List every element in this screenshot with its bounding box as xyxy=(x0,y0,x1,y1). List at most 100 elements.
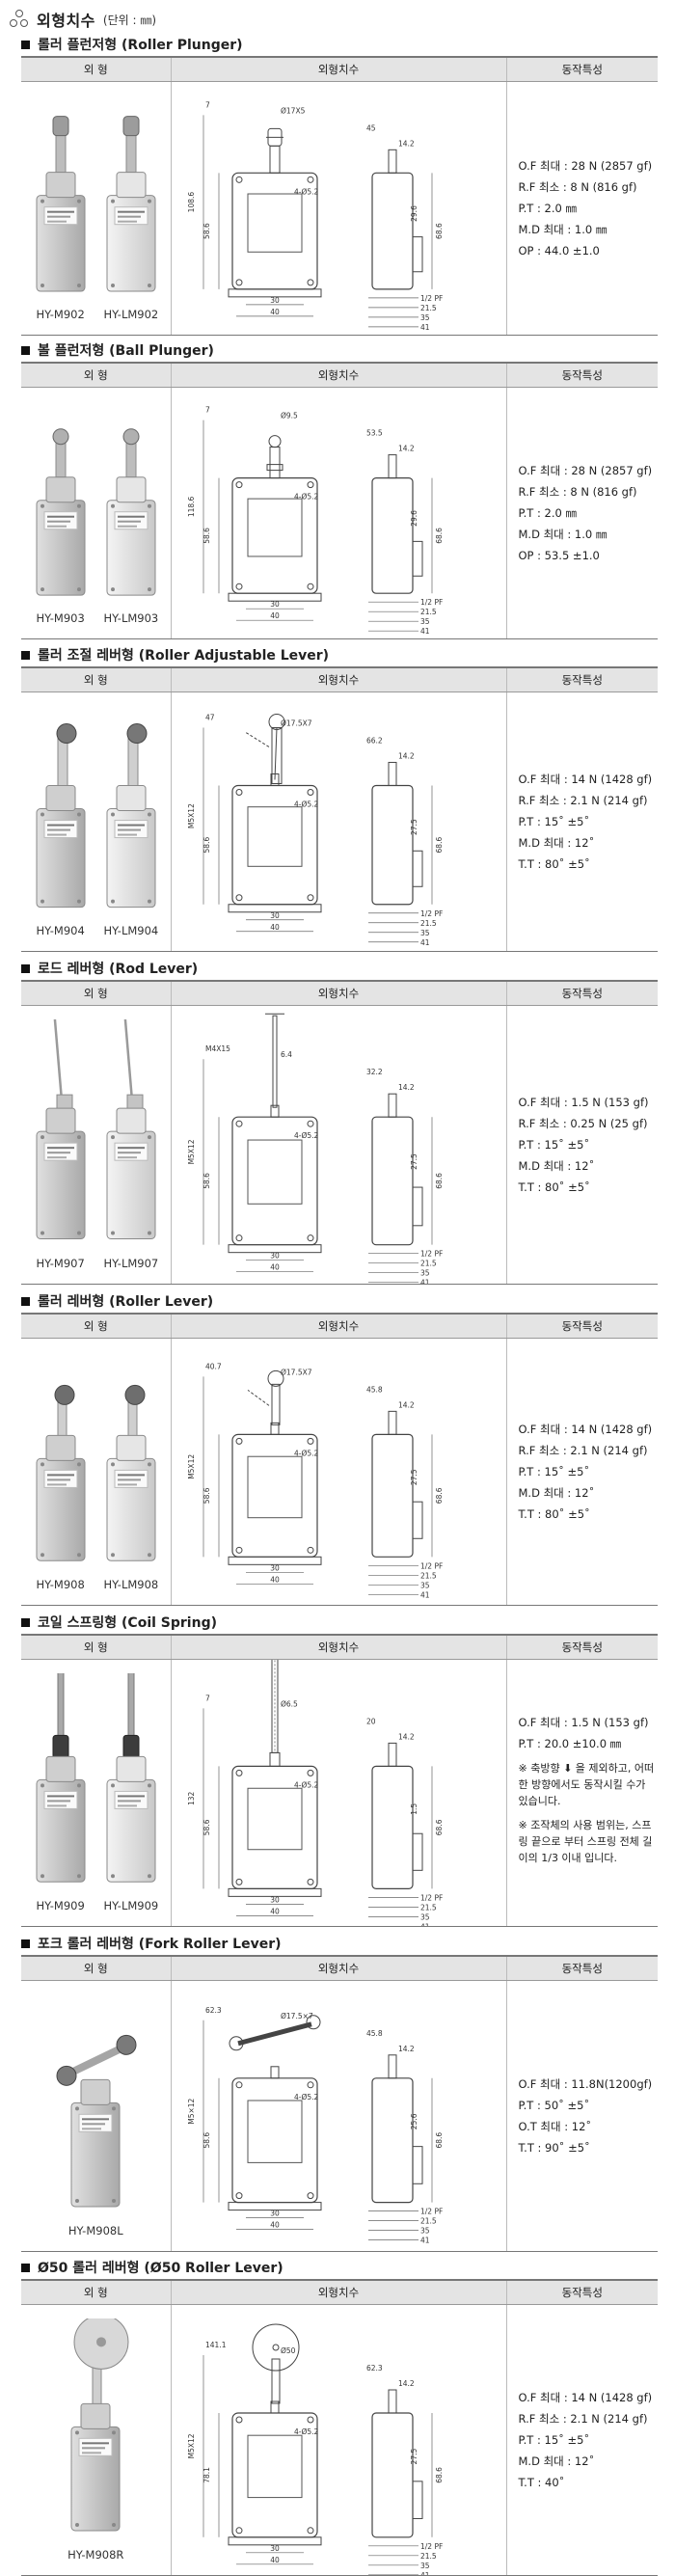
svg-text:1.5: 1.5 xyxy=(410,1803,418,1815)
spec-section: 로드 레버형 (Rod Lever) 외 형 외형치수 동작특성 HY-M907… xyxy=(21,957,658,1285)
square-bullet-icon xyxy=(21,1617,30,1627)
svg-text:58.6: 58.6 xyxy=(202,1173,211,1189)
header-exterior: 외 형 xyxy=(21,362,171,388)
svg-text:35: 35 xyxy=(420,2562,430,2570)
svg-text:40: 40 xyxy=(270,923,280,932)
spec-line: R.F 최소 : 2.1 N (214 gf) xyxy=(518,794,648,807)
model-name: HY-LM903 xyxy=(103,611,159,625)
product-photo: HY-LM902 xyxy=(98,95,164,327)
product-photos: HY-M907 HY-LM907 xyxy=(21,1014,171,1276)
spec-line: P.T : 15˚ ±5˚ xyxy=(518,1465,590,1478)
model-name: HY-M903 xyxy=(36,611,85,625)
section-title: 롤러 플런저형 (Roller Plunger) xyxy=(21,33,658,56)
product-photo: HY-LM907 xyxy=(98,1019,164,1276)
svg-text:27.5: 27.5 xyxy=(410,819,418,835)
svg-text:35: 35 xyxy=(420,617,430,626)
svg-text:4-Ø5.2: 4-Ø5.2 xyxy=(294,1449,319,1457)
svg-text:27.5: 27.5 xyxy=(410,2449,418,2465)
svg-text:41: 41 xyxy=(420,2571,430,2575)
svg-text:M5X12: M5X12 xyxy=(187,2433,196,2458)
svg-text:40: 40 xyxy=(270,308,280,316)
product-photos: HY-M903 HY-LM903 xyxy=(21,395,171,631)
svg-text:32.2: 32.2 xyxy=(366,1068,383,1076)
svg-text:1/2 PF: 1/2 PF xyxy=(420,2542,443,2551)
product-photo: HY-M908L xyxy=(38,1994,153,2243)
spec-line: P.T : 2.0 ㎜ xyxy=(518,202,577,215)
spec-line: OP : 44.0 ±1.0 xyxy=(518,244,600,258)
svg-text:40: 40 xyxy=(270,1907,280,1915)
spec-line: M.D 최대 : 1.0 ㎜ xyxy=(518,223,608,236)
spec-line: O.T 최대 : 12˚ xyxy=(518,2120,592,2133)
svg-text:7: 7 xyxy=(205,100,210,109)
product-photo: HY-M909 xyxy=(28,1673,94,1918)
product-photo: HY-M903 xyxy=(28,401,94,631)
spec-line: O.F 최대 : 1.5 N (153 gf) xyxy=(518,1716,649,1729)
svg-text:Ø17.5×7: Ø17.5×7 xyxy=(281,2012,313,2020)
svg-text:41: 41 xyxy=(420,627,430,636)
svg-text:45: 45 xyxy=(366,123,376,132)
section-title-text: 코일 스프링형 (Coil Spring) xyxy=(38,1615,217,1631)
spec-line: T.T : 80˚ ±5˚ xyxy=(518,1507,590,1521)
section-title: 코일 스프링형 (Coil Spring) xyxy=(21,1611,658,1634)
model-name: HY-M907 xyxy=(36,1257,85,1270)
svg-text:M5X12: M5X12 xyxy=(187,1454,196,1479)
header-dimensions: 외형치수 xyxy=(170,1634,506,1660)
spec-line: P.T : 20.0 ±10.0 ㎜ xyxy=(518,1737,622,1750)
svg-text:41: 41 xyxy=(420,938,430,947)
header-exterior: 외 형 xyxy=(21,1955,171,1981)
svg-text:M4X15: M4X15 xyxy=(205,1044,230,1053)
svg-text:21.5: 21.5 xyxy=(420,304,437,312)
model-name: HY-M902 xyxy=(36,308,85,321)
spec-line: P.T : 15˚ ±5˚ xyxy=(518,815,590,828)
spec-line: M.D 최대 : 12˚ xyxy=(518,1486,595,1500)
spec-line: R.F 최소 : 2.1 N (214 gf) xyxy=(518,1444,648,1457)
header-dimensions: 외형치수 xyxy=(170,56,506,82)
side-body xyxy=(371,1433,414,1558)
spec-section: 롤러 조절 레버형 (Roller Adjustable Lever) 외 형 … xyxy=(21,643,658,952)
header-characteristics: 동작특성 xyxy=(505,1955,658,1981)
product-photos: HY-M908R xyxy=(21,2313,171,2567)
svg-text:1/2 PF: 1/2 PF xyxy=(420,2208,443,2216)
header-characteristics: 동작특성 xyxy=(505,56,658,82)
header-exterior: 외 형 xyxy=(21,56,171,82)
svg-text:118.6: 118.6 xyxy=(187,496,196,517)
side-body xyxy=(371,1116,414,1246)
square-bullet-icon xyxy=(21,345,30,355)
spec-note: ※ 축방향 ⬇ 을 제외하고, 어떠한 방향에서도 동작시킬 수가 있습니다. xyxy=(518,1762,655,1807)
header-characteristics: 동작특성 xyxy=(505,980,658,1006)
svg-text:35: 35 xyxy=(420,1912,430,1921)
model-name: HY-LM907 xyxy=(103,1257,159,1270)
spec-line: R.F 최소 : 8 N (816 gf) xyxy=(518,180,637,194)
spec-line: O.F 최대 : 1.5 N (153 gf) xyxy=(518,1096,649,1109)
section-title: 롤러 조절 레버형 (Roller Adjustable Lever) xyxy=(21,643,658,666)
svg-text:7: 7 xyxy=(205,1694,210,1702)
svg-text:68.6: 68.6 xyxy=(435,223,444,239)
side-body xyxy=(371,1765,414,1889)
svg-text:45.8: 45.8 xyxy=(366,1385,383,1394)
spec-line: T.T : 90˚ ±5˚ xyxy=(518,2141,590,2155)
svg-text:20: 20 xyxy=(366,1717,376,1725)
operating-characteristics: O.F 최대 : 14 N (1428 gf) R.F 최소 : 2.1 N (2… xyxy=(507,1419,659,1525)
spec-line: O.F 최대 : 14 N (1428 gf) xyxy=(518,1423,653,1436)
section-title: 포크 롤러 레버형 (Fork Roller Lever) xyxy=(21,1932,658,1955)
header-characteristics: 동작특성 xyxy=(505,362,658,388)
header-dimensions: 외형치수 xyxy=(170,980,506,1006)
svg-text:14.2: 14.2 xyxy=(398,1732,415,1741)
model-name: HY-M904 xyxy=(36,924,85,937)
header-exterior: 외 형 xyxy=(21,2279,171,2305)
model-name: HY-M908L xyxy=(68,2224,123,2237)
section-title-text: 롤러 레버형 (Roller Lever) xyxy=(38,1294,214,1310)
svg-text:68.6: 68.6 xyxy=(435,837,444,854)
svg-text:35: 35 xyxy=(420,1269,430,1278)
svg-text:21.5: 21.5 xyxy=(420,1903,437,1912)
page-header: 외형치수 (단위 : ㎜) xyxy=(10,6,156,33)
product-photo: HY-LM908 xyxy=(98,1352,164,1597)
svg-text:30: 30 xyxy=(270,1895,280,1904)
spec-section: 볼 플런저형 (Ball Plunger) 외 형 외형치수 동작특성 HY-M… xyxy=(21,339,658,639)
side-body xyxy=(371,476,414,594)
svg-text:58.6: 58.6 xyxy=(202,1819,211,1835)
